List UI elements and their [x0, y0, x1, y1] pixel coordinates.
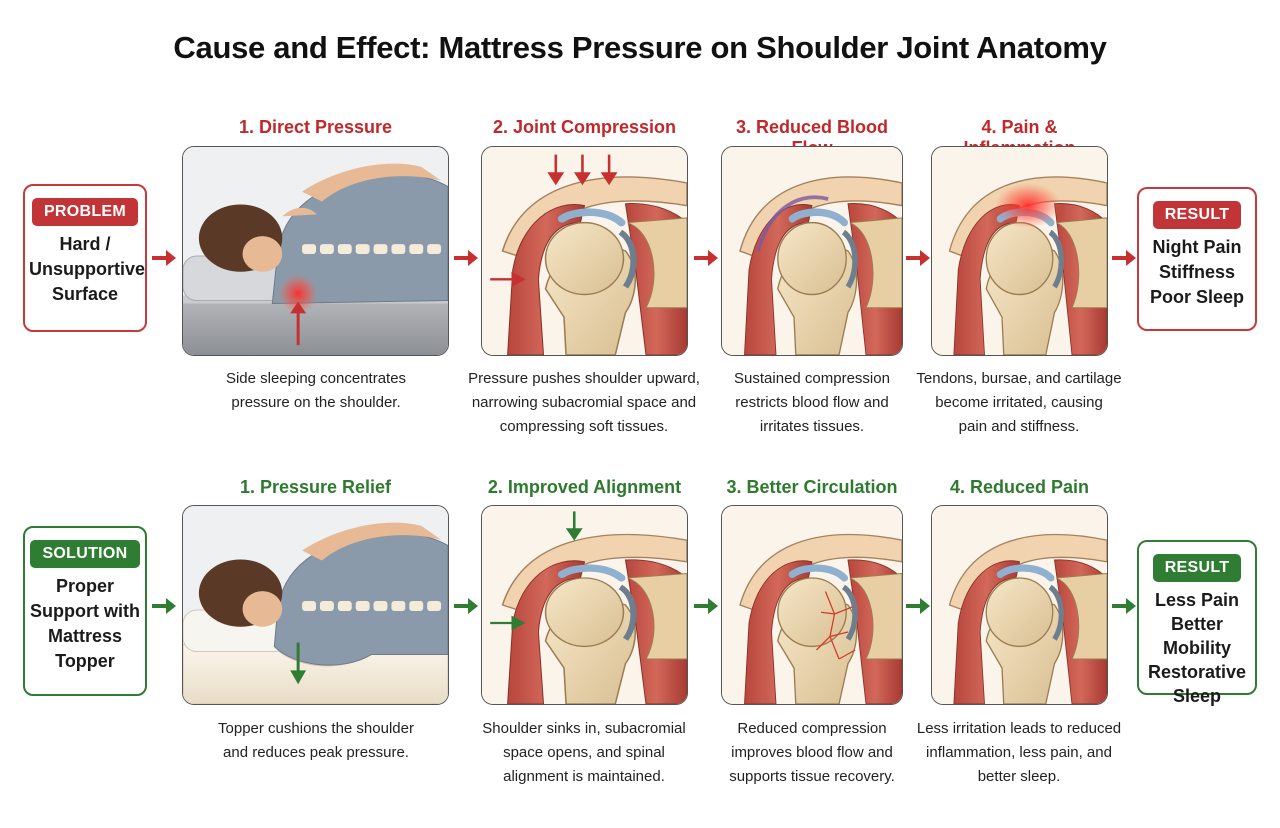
- problem-result-box: RESULT Night Pain Stiffness Poor Sleep: [1137, 187, 1257, 331]
- arrow-right-icon: [454, 248, 478, 268]
- problem-joint-compression-illustration: [481, 146, 688, 356]
- solution-step1-desc: Topper cushions the shoulder and reduces…: [218, 720, 414, 761]
- arrow-right-icon: [906, 248, 930, 268]
- arrow-right-icon: [1112, 248, 1136, 268]
- solution-result-box: RESULT Less Pain Better Mobility Restora…: [1137, 540, 1257, 706]
- solution-sleeper-illustration: [182, 505, 449, 705]
- problem-sleeper-illustration: [182, 146, 449, 356]
- solution-step2-title: 2. Improved Alignment: [487, 477, 682, 497]
- solution-step3-title: 3. Better Circulation: [726, 477, 898, 497]
- solution-box: SOLUTION Proper Support with Mattress To…: [23, 526, 147, 696]
- problem-step1-desc: Side sleeping concentrates pressure on t…: [225, 370, 407, 411]
- arrow-right-icon: [152, 596, 176, 616]
- problem-step2-desc: Pressure pushes shoulder upward, narrowi…: [468, 370, 700, 435]
- problem-result-badge: RESULT: [1152, 201, 1242, 229]
- solution-step4-title: 4. Reduced Pain: [949, 477, 1090, 497]
- arrow-right-icon: [454, 596, 478, 616]
- solution-step3-desc: Reduced compression improves blood flow …: [729, 720, 895, 785]
- problem-result-text: Night Pain Stiffness Poor Sleep: [1149, 237, 1245, 307]
- solution-step2-desc: Shoulder sinks in, subacromial space ope…: [482, 720, 686, 785]
- problem-step2-title: 2. Joint Compression: [492, 117, 677, 137]
- page-title: Cause and Effect: Mattress Pressure on S…: [173, 30, 1107, 65]
- problem-inflammation-illustration: [931, 146, 1108, 356]
- solution-reduced-pain-illustration: [931, 505, 1108, 705]
- solution-step4-desc: Less irritation leads to reduced inflamm…: [916, 720, 1122, 785]
- problem-step4-desc: Tendons, bursae, and cartilage become ir…: [916, 370, 1122, 435]
- problem-text: Hard / Unsupportive Surface: [29, 234, 146, 304]
- solution-text: Proper Support with Mattress Topper: [30, 576, 140, 671]
- solution-alignment-illustration: [481, 505, 688, 705]
- solution-badge: SOLUTION: [30, 540, 140, 568]
- arrow-right-icon: [906, 596, 930, 616]
- problem-step3-desc: Sustained compression restricts blood fl…: [734, 370, 890, 435]
- problem-box: PROBLEM Hard / Unsupportive Surface: [23, 184, 147, 332]
- solution-result-text: Less Pain Better Mobility Restorative Sl…: [1147, 590, 1247, 706]
- problem-blood-flow-illustration: [721, 146, 903, 356]
- arrow-right-icon: [1112, 596, 1136, 616]
- problem-step1-title: 1. Direct Pressure: [238, 117, 393, 137]
- solution-result-badge: RESULT: [1152, 554, 1242, 582]
- solution-circulation-illustration: [721, 505, 903, 705]
- arrow-right-icon: [694, 596, 718, 616]
- arrow-right-icon: [694, 248, 718, 268]
- solution-step1-title: 1. Pressure Relief: [239, 477, 392, 497]
- problem-badge: PROBLEM: [31, 198, 139, 226]
- arrow-right-icon: [152, 248, 176, 268]
